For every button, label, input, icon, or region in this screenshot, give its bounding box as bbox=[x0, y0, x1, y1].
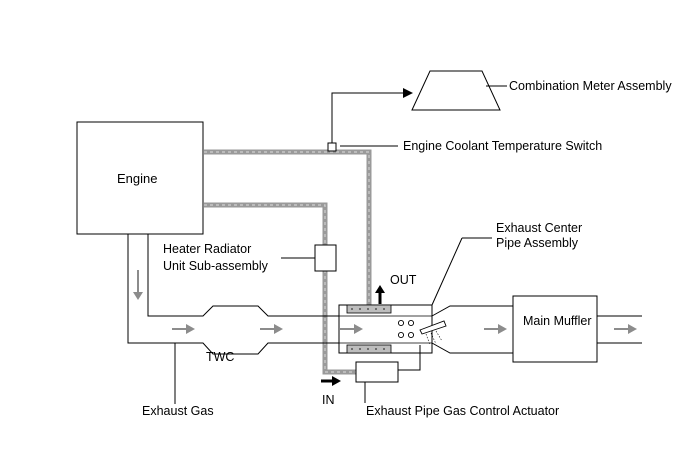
main-muffler-label: Main Muffler bbox=[523, 314, 592, 328]
exhaust-control-valve bbox=[419, 320, 447, 335]
center-pipe-holes bbox=[397, 319, 415, 339]
actuator-shape bbox=[355, 361, 399, 383]
coolant-switch-label: Engine Coolant Temperature Switch bbox=[403, 139, 602, 153]
exhaust-center-pipe-label-1: Exhaust Center bbox=[496, 221, 582, 235]
in-label: IN bbox=[322, 393, 335, 407]
exhaust-gas-label: Exhaust Gas bbox=[142, 404, 214, 418]
exhaust-flow-arrows bbox=[133, 270, 637, 334]
meter-signal-arrowhead bbox=[403, 88, 413, 98]
out-arrow bbox=[375, 285, 385, 304]
heat-exchanger-dots bbox=[351, 308, 385, 350]
main-muffler-shape bbox=[512, 295, 598, 363]
coolant-switch-shape bbox=[327, 142, 337, 152]
meter-signal-line bbox=[331, 92, 410, 143]
out-label: OUT bbox=[390, 273, 417, 287]
combination-meter-shape bbox=[411, 70, 501, 111]
engine-label: Engine bbox=[117, 171, 157, 186]
combination-meter-label: Combination Meter Assembly bbox=[509, 79, 672, 93]
exhaust-center-pipe-label-2: Pipe Assembly bbox=[496, 236, 579, 250]
twc-label: TWC bbox=[206, 350, 234, 364]
actuator-label: Exhaust Pipe Gas Control Actuator bbox=[366, 404, 559, 418]
coolant-pipe-highlight bbox=[204, 151, 370, 373]
valve-spray bbox=[425, 330, 443, 346]
center-pipe-leader bbox=[431, 237, 463, 306]
heater-radiator-label-1: Heater Radiator bbox=[163, 242, 251, 256]
heater-radiator-label-2: Unit Sub-assembly bbox=[163, 259, 269, 273]
heater-radiator-shape bbox=[314, 244, 337, 272]
actuator-link bbox=[398, 345, 421, 371]
engine-shape bbox=[76, 121, 204, 235]
in-arrow bbox=[321, 376, 341, 386]
exhaust-pipe-outline bbox=[127, 234, 642, 355]
